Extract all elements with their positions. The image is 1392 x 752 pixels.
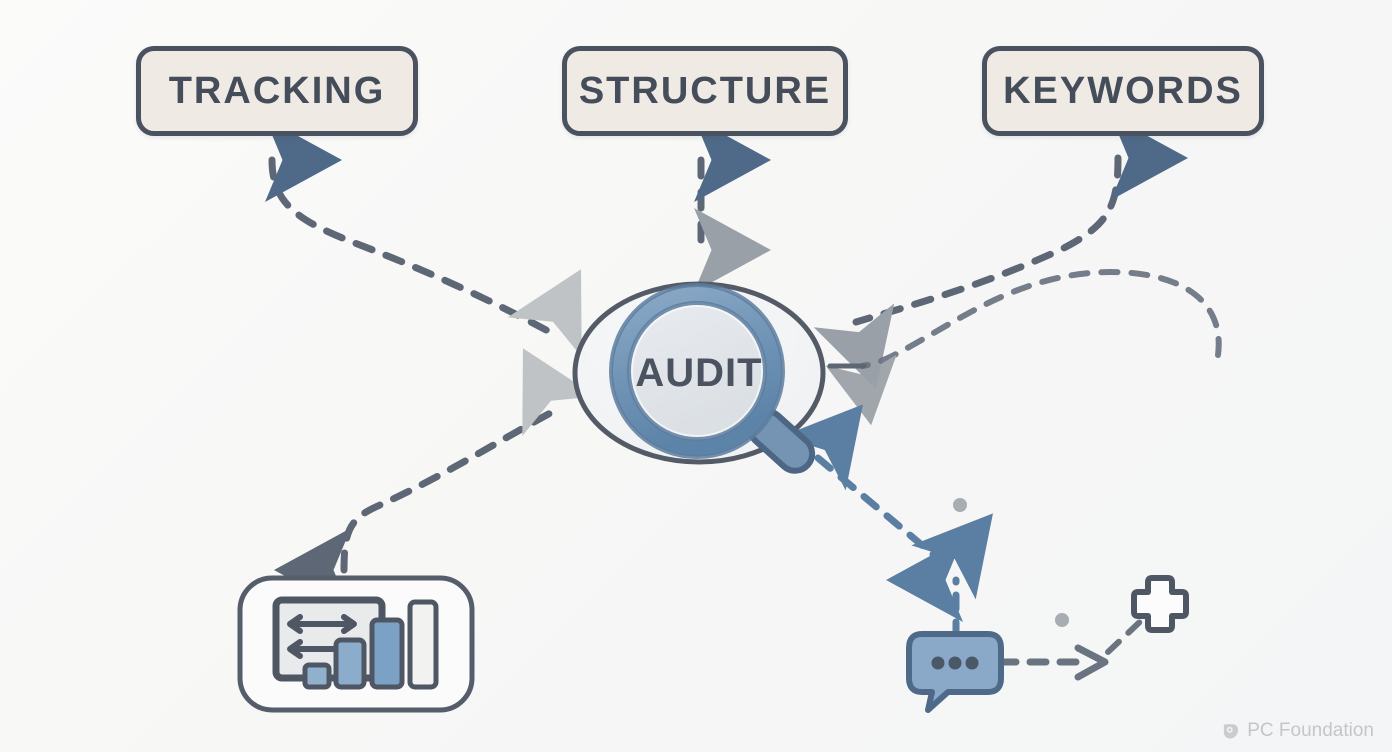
node-structure-label: STRUCTURE (578, 69, 832, 112)
node-tracking-label: TRACKING (168, 69, 386, 112)
connector-tracking-to-audit (264, 118, 582, 357)
connector-keywords-to-audit (813, 115, 1188, 390)
watermark: PC Foundation (1221, 720, 1374, 742)
connector-loop-to-audit (825, 268, 1222, 426)
node-keywords[interactable]: KEYWORDS (982, 46, 1264, 136)
node-audit-label: AUDIT (635, 350, 763, 395)
magnifying-glass-icon (572, 281, 826, 474)
node-structure[interactable]: STRUCTURE (562, 46, 848, 136)
connector-feedback-to-plus (996, 614, 1148, 681)
connector-audit-to-analytics (274, 348, 597, 613)
node-audit[interactable]: AUDIT (575, 284, 823, 462)
decor-dot-upper (953, 498, 967, 512)
decor-dot-lower (1055, 613, 1069, 627)
node-keywords-label: KEYWORDS (1003, 69, 1243, 112)
bar-chart-panel-icon (237, 575, 475, 713)
plus-cross-icon (1131, 575, 1189, 633)
connector-audit-to-feedback (781, 404, 993, 600)
pc-foundation-logo-icon (1224, 723, 1239, 739)
chat-bubble-icon (906, 631, 1004, 713)
node-tracking[interactable]: TRACKING (136, 46, 418, 136)
watermark-text: PC Foundation (1247, 720, 1374, 741)
